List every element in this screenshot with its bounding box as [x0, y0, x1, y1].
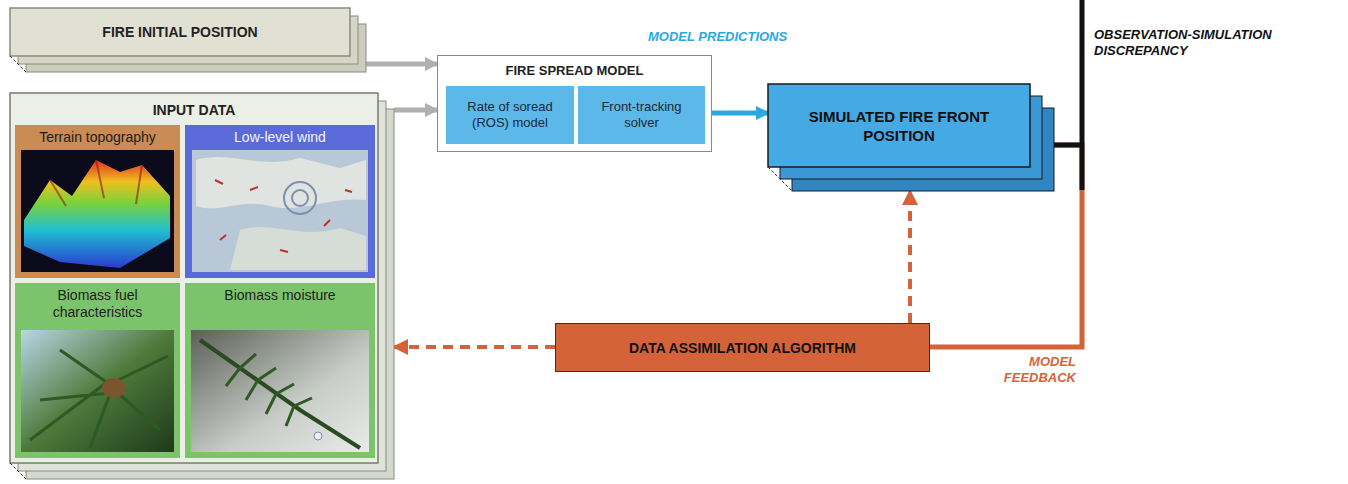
flow-label: OBSERVATION-SIMULATION DISCREPANCY — [1094, 27, 1314, 59]
stack-layers — [768, 84, 1054, 191]
panel-fill — [15, 125, 180, 278]
node-text: Biomass fuel characteristics — [21, 287, 174, 321]
panel-fill — [15, 283, 180, 458]
panel-fill — [185, 125, 375, 278]
connector — [908, 191, 912, 323]
wind-map-image — [192, 150, 368, 272]
input-panel: Biomass fuel characteristics — [15, 283, 180, 458]
node-text: DATA ASSIMILATION ALGORITHM — [629, 340, 856, 356]
moisture-image — [191, 330, 369, 452]
flow-label: MODEL PREDICTIONS — [648, 29, 848, 45]
node-text: SIMULATED FIRE FRONT POSITION — [792, 107, 1007, 145]
observation-line — [1054, 0, 1084, 190]
terrain-image — [21, 150, 174, 272]
node-text: INPUT DATA — [10, 102, 378, 118]
input-panel: Biomass moisture — [185, 283, 375, 458]
node-text: Low-level wind — [189, 129, 371, 146]
model-part: Front-tracking solver — [578, 86, 705, 144]
stack-box: FIRE INITIAL POSITION — [10, 8, 366, 72]
model-part: Rate of soread (ROS) model — [446, 86, 574, 144]
node-text: Biomass moisture — [189, 287, 371, 304]
panel-fill — [185, 283, 375, 458]
connector — [394, 345, 555, 349]
node-text: Terrain topography — [19, 129, 176, 146]
stack-layers — [10, 93, 394, 479]
pine-image — [21, 330, 174, 452]
connector — [366, 62, 437, 67]
node-text: FIRE INITIAL POSITION — [102, 24, 257, 40]
process-box: DATA ASSIMILATION ALGORITHM — [555, 323, 930, 372]
node-text: Front-tracking solver — [584, 99, 699, 131]
input-group: INPUT DATA Terrain topography Low-level wi… — [10, 93, 394, 479]
node-text: FIRE SPREAD MODEL — [438, 63, 711, 78]
stack-layers — [10, 8, 366, 72]
input-panel: Terrain topography — [15, 125, 180, 278]
connector — [712, 111, 768, 116]
stack-box: SIMULATED FIRE FRONT POSITION — [768, 84, 1054, 191]
flow-label: MODEL FEEDBACK — [992, 354, 1076, 386]
connector — [394, 108, 437, 113]
node-text: Rate of soread (ROS) model — [452, 99, 568, 131]
model-box: FIRE SPREAD MODEL Rate of soread (ROS) mo… — [437, 55, 712, 152]
input-panel: Low-level wind — [185, 125, 375, 278]
